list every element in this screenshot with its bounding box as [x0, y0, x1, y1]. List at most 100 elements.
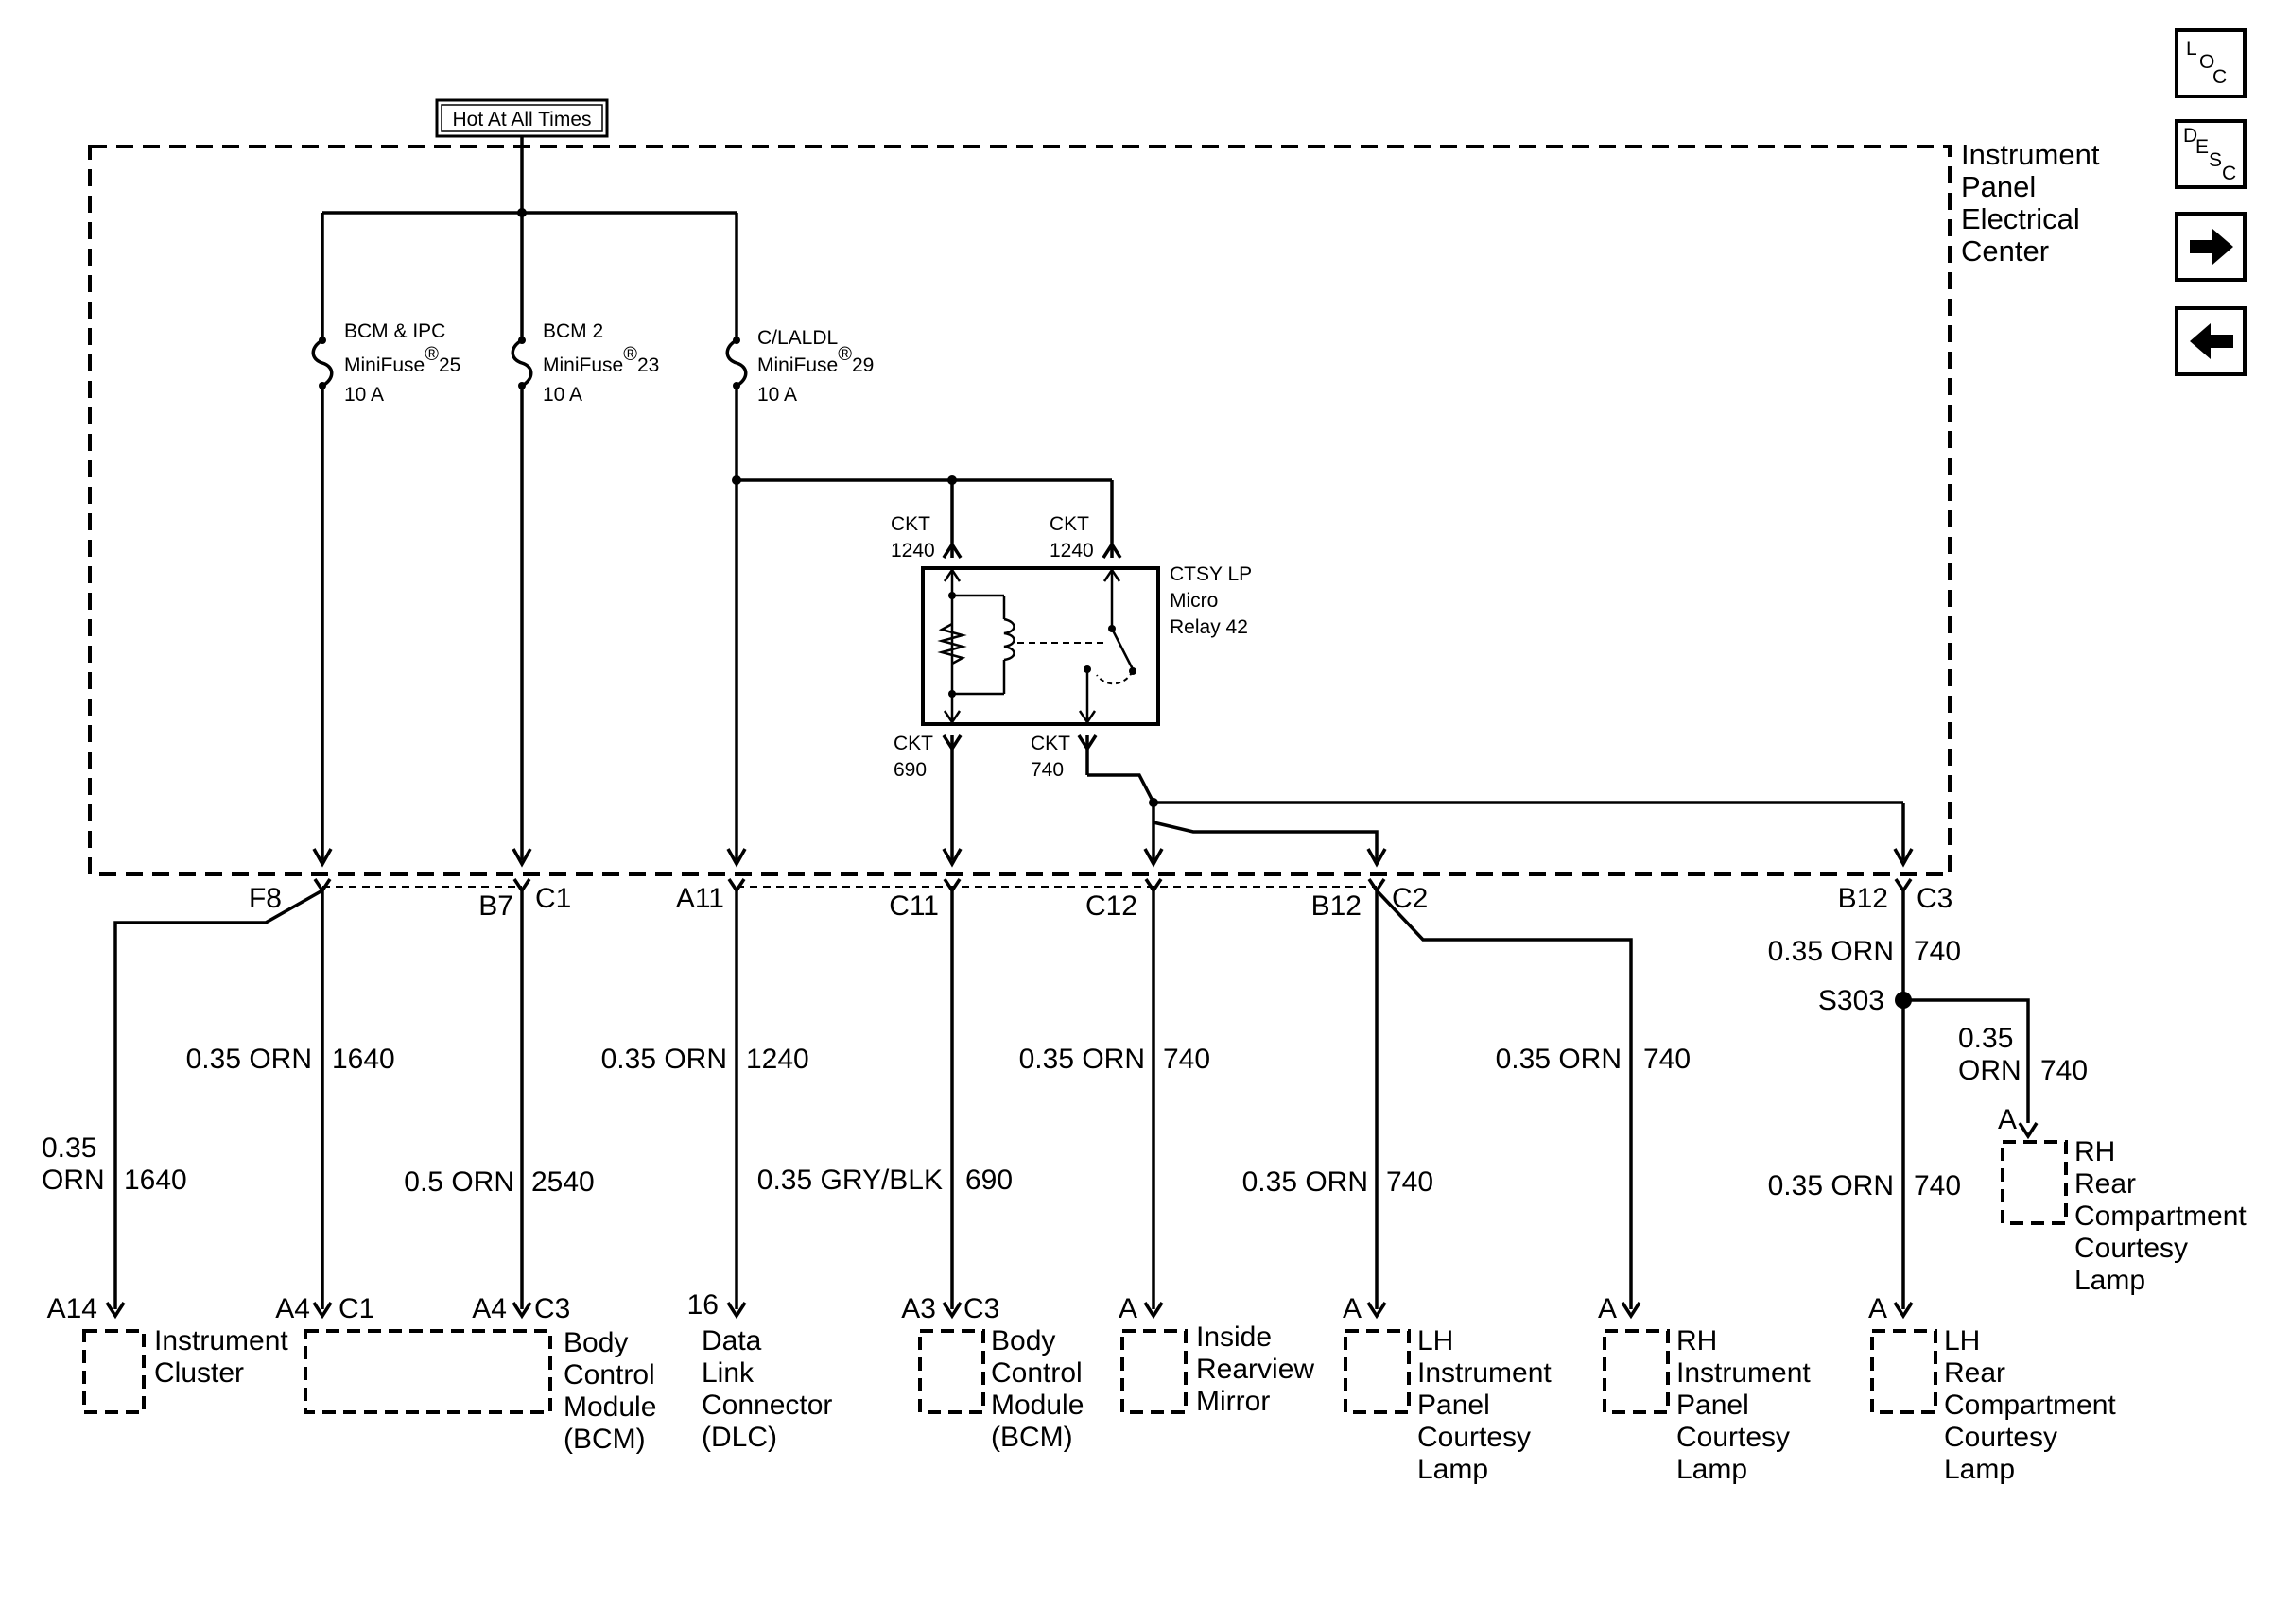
relay-ckt-labels: CKT 1240 CKT 1240 CKT 690 CKT 740 [891, 513, 1094, 781]
svg-text:Instrument: Instrument [1961, 138, 2100, 171]
svg-text:BCM & IPC: BCM & IPC [344, 320, 445, 342]
svg-text:0.35 ORN: 0.35 ORN [1768, 1170, 1894, 1201]
svg-text:RH: RH [1676, 1325, 1717, 1356]
nav-back-button[interactable] [2175, 306, 2247, 376]
svg-text:0.35 ORN: 0.35 ORN [1768, 936, 1894, 967]
pin-labels: F8 B7 C1 A11 C11 C12 B12 C2 B12 C3 [249, 883, 1952, 922]
svg-text:B12: B12 [1311, 890, 1362, 922]
instrument-cluster: A14 Instrument Cluster [47, 1293, 288, 1414]
svg-text:740: 740 [1163, 1044, 1210, 1075]
svg-text:0.35 ORN: 0.35 ORN [1242, 1166, 1368, 1198]
svg-text:0.35 GRY/BLK: 0.35 GRY/BLK [757, 1165, 943, 1196]
svg-text:Cluster: Cluster [154, 1357, 244, 1389]
inside-rearview-mirror: A Inside Rearview Mirror [1119, 1293, 1314, 1417]
svg-text:C3: C3 [963, 1293, 999, 1324]
wire-740-rh-rear [1903, 998, 2030, 1123]
svg-text:740: 740 [1031, 759, 1064, 781]
svg-text:MiniFuse®29: MiniFuse®29 [757, 344, 874, 376]
svg-text:Instrument: Instrument [154, 1325, 288, 1356]
svg-text:A3: A3 [901, 1293, 936, 1324]
fuse-25 [311, 213, 334, 868]
lh-rear-compartment-courtesy-lamp: A LH Rear Compartment Courtesy Lamp [1868, 1293, 2116, 1485]
svg-text:RH: RH [2074, 1136, 2115, 1167]
hot-at-all-times-label: Hot At All Times [452, 109, 591, 130]
svg-text:CKT: CKT [1050, 513, 1089, 535]
svg-text:A14: A14 [47, 1293, 97, 1324]
svg-text:CKT: CKT [894, 733, 933, 754]
svg-text:Rear: Rear [2074, 1168, 2136, 1200]
svg-text:740: 740 [1386, 1166, 1433, 1198]
svg-text:Lamp: Lamp [2074, 1265, 2145, 1296]
svg-text:C3: C3 [1917, 883, 1952, 914]
svg-text:Connector: Connector [702, 1390, 832, 1421]
splice-s303 [1895, 992, 1912, 1009]
svg-text:Panel: Panel [1961, 170, 2036, 203]
hot-at-all-times-box [435, 98, 609, 138]
svg-text:0.35 ORN: 0.35 ORN [1019, 1044, 1145, 1075]
svg-text:2540: 2540 [531, 1166, 595, 1198]
svg-text:LH: LH [1944, 1325, 1980, 1356]
nav-desc-button[interactable]: D E S C [2175, 119, 2247, 189]
svg-text:C11: C11 [889, 890, 939, 922]
lh-instrument-panel-courtesy-lamp: A LH Instrument Panel Courtesy Lamp [1343, 1293, 1552, 1485]
ipec-label: Instrument Panel Electrical Center [1961, 138, 2100, 268]
svg-text:ORN: ORN [1958, 1055, 2021, 1086]
svg-text:740: 740 [1914, 936, 1961, 967]
svg-text:Compartment: Compartment [2074, 1201, 2247, 1232]
svg-text:B7: B7 [478, 890, 513, 922]
svg-text:C: C [2212, 66, 2227, 88]
nav-loc-button[interactable]: L O C [2175, 28, 2247, 98]
svg-text:O: O [2199, 51, 2214, 73]
svg-text:0.5 ORN: 0.5 ORN [404, 1166, 514, 1198]
body-control-module-c1-c3: A4 C1 A4 C3 Body Control Module (BCM) [275, 1293, 656, 1455]
svg-text:Courtesy: Courtesy [2074, 1233, 2188, 1264]
svg-text:Courtesy: Courtesy [1944, 1422, 2057, 1453]
svg-text:ORN: ORN [42, 1165, 105, 1196]
svg-text:Center: Center [1961, 234, 2049, 268]
svg-text:16: 16 [687, 1289, 719, 1321]
svg-text:LH: LH [1417, 1325, 1453, 1356]
svg-text:B12: B12 [1838, 883, 1888, 914]
svg-text:CTSY LP: CTSY LP [1170, 563, 1252, 585]
fuse-29-label: C/LALDL MiniFuse®29 10 A [757, 327, 874, 406]
svg-text:A: A [1868, 1293, 1887, 1324]
svg-text:Module: Module [564, 1391, 656, 1423]
ckt-740-distribution [1087, 773, 1914, 868]
body-control-module-a3: A3 C3 Body Control Module (BCM) [901, 1293, 1084, 1453]
svg-text:A: A [1119, 1293, 1137, 1324]
svg-text:C2: C2 [1392, 883, 1428, 914]
svg-text:Inside: Inside [1196, 1322, 1272, 1353]
svg-text:BCM 2: BCM 2 [543, 320, 603, 342]
wire-labels: 0.35 ORN 1640 0.35 ORN 1640 0.5 ORN 2540… [42, 936, 2088, 1201]
rh-rear-compartment-courtesy-lamp: A RH Rear Compartment Courtesy Lamp [1998, 1104, 2247, 1296]
svg-text:690: 690 [965, 1165, 1013, 1196]
relay-label: CTSY LP Micro Relay 42 [1170, 563, 1252, 638]
svg-text:Instrument: Instrument [1676, 1357, 1811, 1389]
svg-text:Relay 42: Relay 42 [1170, 616, 1248, 638]
svg-text:C1: C1 [338, 1293, 374, 1324]
svg-text:740: 740 [1643, 1044, 1691, 1075]
fuse-25-label: BCM & IPC MiniFuse®25 10 A [344, 320, 460, 406]
ctsy-lp-micro-relay [737, 475, 1160, 868]
fuse-23-label: BCM 2 MiniFuse®23 10 A [543, 320, 659, 406]
svg-text:A4: A4 [275, 1293, 310, 1324]
svg-text:D: D [2183, 125, 2197, 147]
svg-text:Electrical: Electrical [1961, 202, 2080, 235]
svg-text:0.35 ORN: 0.35 ORN [601, 1044, 727, 1075]
svg-text:A: A [1343, 1293, 1362, 1324]
svg-text:A: A [1998, 1104, 2017, 1135]
svg-text:10 A: 10 A [543, 384, 582, 406]
svg-text:1240: 1240 [746, 1044, 809, 1075]
svg-text:Body: Body [991, 1325, 1055, 1356]
svg-text:(BCM): (BCM) [564, 1424, 646, 1455]
svg-text:Module: Module [991, 1390, 1084, 1421]
svg-text:E: E [2195, 136, 2209, 158]
nav-next-button[interactable] [2175, 212, 2247, 282]
fuse-23 [511, 213, 533, 868]
svg-text:0.35 ORN: 0.35 ORN [186, 1044, 312, 1075]
svg-text:10 A: 10 A [344, 384, 384, 406]
svg-text:C/LALDL: C/LALDL [757, 327, 838, 349]
svg-text:Control: Control [991, 1357, 1083, 1389]
svg-text:Courtesy: Courtesy [1676, 1422, 1790, 1453]
